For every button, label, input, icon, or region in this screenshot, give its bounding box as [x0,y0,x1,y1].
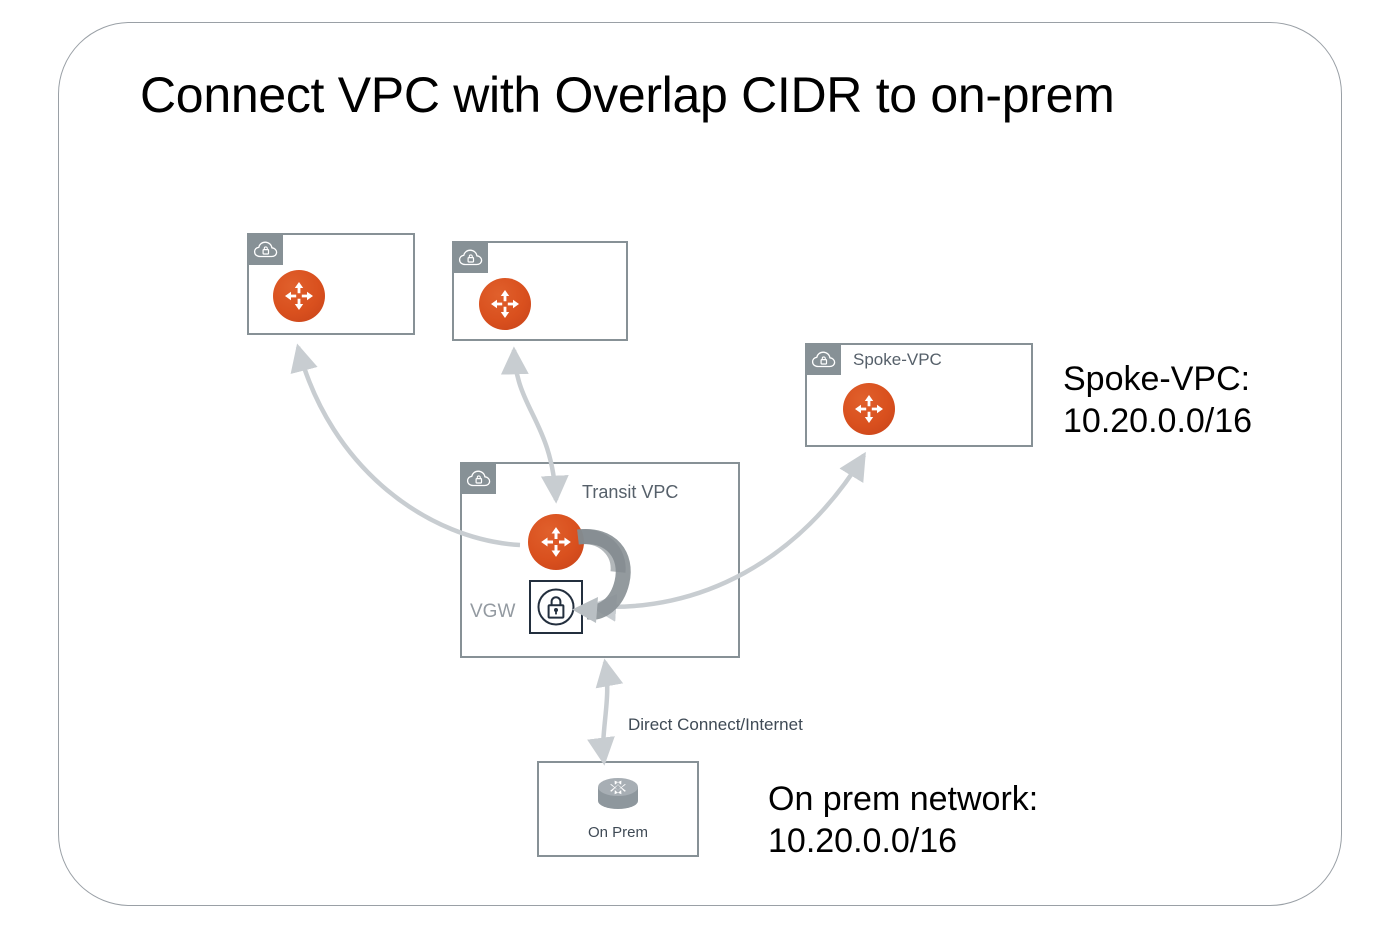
transit-vpc-label: Transit VPC [582,482,679,502]
page-title: Connect VPC with Overlap CIDR to on-prem [140,67,1115,123]
direct-connect-label: Direct Connect/Internet [628,715,803,734]
on-prem-cidr-note: On prem network: 10.20.0.0/16 [768,780,1039,860]
vpc-box-2[interactable] [452,241,628,341]
on-prem-router-icon [590,771,646,822]
on-prem-label: On Prem [587,824,648,841]
cloud-lock-icon [454,243,488,273]
router-icon[interactable] [528,514,584,570]
cloud-lock-icon [249,235,283,265]
transit-vpc-box[interactable]: Transit VPC VGW [460,462,740,658]
spoke-vpc-label: Spoke-VPC [853,350,942,369]
vpn-lock-icon[interactable] [529,580,583,634]
vpc-box-1[interactable] [247,233,415,335]
on-prem-box[interactable]: On Prem [537,761,699,857]
cloud-lock-icon [462,464,496,494]
router-icon[interactable] [479,278,531,330]
cloud-lock-icon [807,345,841,375]
vgw-label: VGW [470,601,516,622]
router-icon[interactable] [273,270,325,322]
slide-frame [58,22,1342,906]
router-icon[interactable] [843,383,895,435]
spoke-vpc-box[interactable]: Spoke-VPC [805,343,1033,447]
spoke-vpc-cidr-note: Spoke-VPC: 10.20.0.0/16 [1063,360,1253,440]
